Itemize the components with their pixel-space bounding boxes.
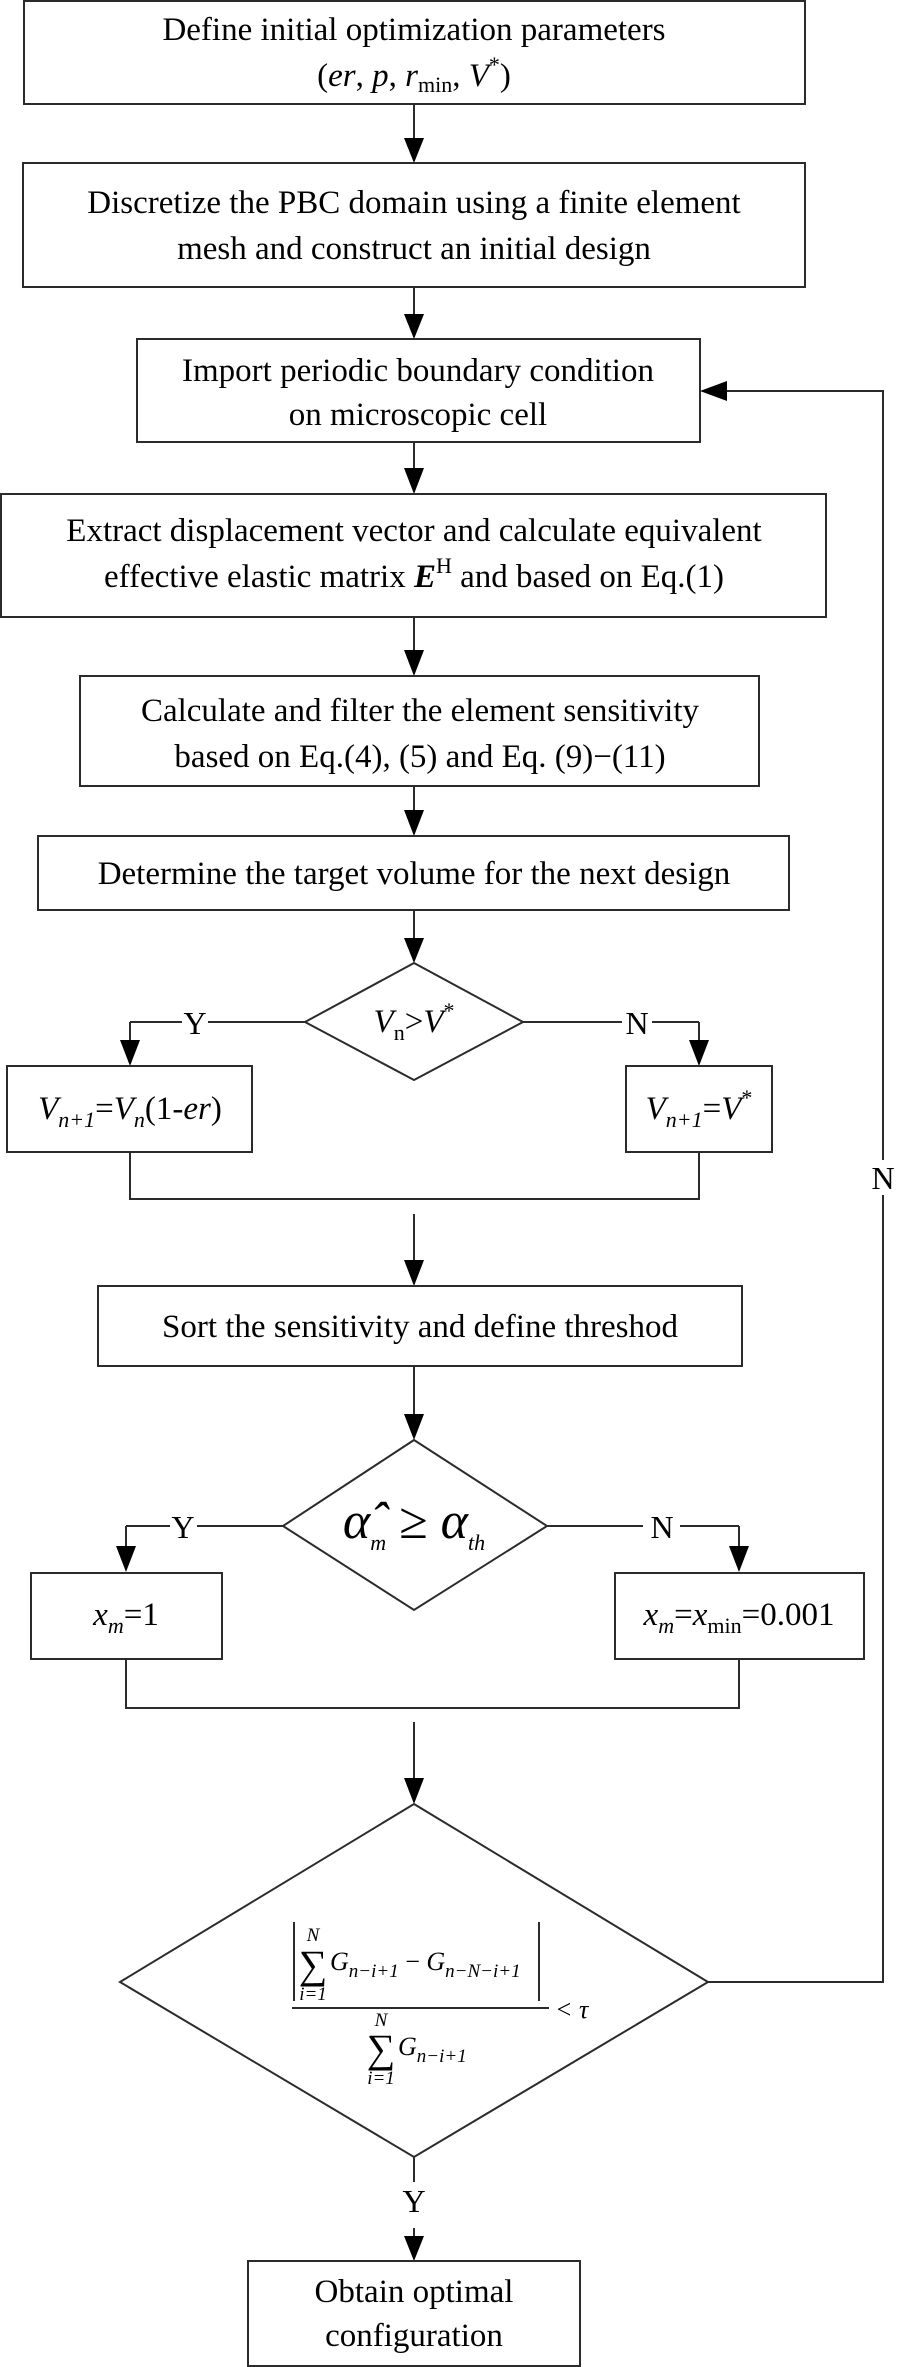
arrow-extract-to-sensitivity	[404, 617, 424, 676]
join-volume	[129, 1152, 700, 1286]
import-pbc-line2: on microscopic cell	[289, 397, 547, 433]
step-import-pbc: Import periodic boundary condition on mi…	[136, 338, 701, 443]
sum-upper-limit: N	[306, 1925, 321, 1946]
step-obtain-optimal: Obtain optimal configuration	[247, 2260, 581, 2367]
join-threshold	[125, 1659, 740, 1804]
numerator-terms: Gn−i+1 − Gn−N−i+1	[330, 1947, 521, 1982]
arrow-target-to-decision	[404, 910, 424, 963]
discretize-line1: Discretize the PBC domain using a finite…	[87, 185, 740, 221]
import-pbc-line1: Import periodic boundary condition	[182, 353, 654, 389]
final-line2: configuration	[325, 2318, 503, 2354]
arrow-sort-to-threshold	[404, 1366, 424, 1440]
den-sum-upper-limit: N	[374, 2010, 389, 2031]
arrow-sensitivity-to-target	[404, 786, 424, 836]
decision-convergence: N ∑ i=1 Gn−i+1 − Gn−N−i+1 < τ N ∑ i=1 Gn…	[118, 1802, 710, 2159]
less-than-tau: < τ	[555, 1995, 590, 2024]
set-solid-formula: xm=1	[92, 1597, 159, 1638]
branch-threshold-no: N	[547, 1509, 749, 1572]
step-sort-sensitivity: Sort the sensitivity and define threshod	[97, 1285, 743, 1367]
step-set-solid: xm=1	[30, 1572, 223, 1660]
extract-line1: Extract displacement vector and calculat…	[66, 513, 761, 549]
decision-volume: Vn>V*	[302, 961, 526, 1082]
den-sigma-icon: ∑	[367, 2026, 396, 2071]
set-void-formula: xm=xmin=0.001	[643, 1597, 835, 1638]
yes-label: Y	[402, 2183, 425, 2219]
loop-back-no: N	[700, 381, 895, 1983]
sum-lower-limit: i=1	[299, 1984, 327, 2005]
branch-volume-yes: Y	[120, 1005, 305, 1066]
step-define-parameters: Define initial optimization parameters (…	[23, 0, 806, 105]
no-label: N	[650, 1509, 673, 1545]
branch-volume-no: N	[523, 1005, 709, 1066]
branch-threshold-yes: Y	[116, 1509, 283, 1572]
no-label: N	[625, 1005, 648, 1041]
arrow-import-to-extract	[404, 442, 424, 494]
decision-threshold: α̂m ≥ αth	[281, 1438, 549, 1612]
define-params-line1: Define initial optimization parameters	[162, 12, 665, 48]
extract-line2: effective elastic matrix EH and based on…	[104, 553, 724, 595]
final-line1: Obtain optimal	[315, 2274, 514, 2310]
step-discretize: Discretize the PBC domain using a finite…	[22, 162, 806, 288]
branch-convergence-yes: Y	[402, 2157, 426, 2261]
sigma-icon: ∑	[299, 1942, 328, 1987]
arrow-discretize-to-import	[404, 287, 424, 339]
den-sum-lower-limit: i=1	[367, 2068, 395, 2089]
sort-text: Sort the sensitivity and define threshod	[162, 1309, 678, 1345]
step-volume-reduce: Vn+1=Vn(1-er)	[6, 1065, 253, 1153]
step-calculate-sensitivity: Calculate and filter the element sensiti…	[79, 675, 760, 787]
decision-threshold-text: α̂m ≥ αth	[343, 1493, 485, 1555]
sensitivity-line2: based on Eq.(4), (5) and Eq. (9)−(11)	[174, 739, 665, 775]
discretize-line2: mesh and construct an initial design	[177, 231, 651, 267]
target-volume-text: Determine the target volume for the next…	[98, 856, 731, 892]
volume-target-formula: Vn+1=V*	[646, 1085, 753, 1132]
step-set-void: xm=xmin=0.001	[614, 1572, 865, 1660]
arrow-define-to-discretize	[404, 104, 424, 163]
yes-label: Y	[183, 1005, 206, 1041]
decision-volume-text: Vn>V*	[374, 998, 455, 1045]
step-volume-target: Vn+1=V*	[625, 1065, 773, 1153]
sensitivity-line1: Calculate and filter the element sensiti…	[141, 693, 700, 729]
no-label: N	[871, 1160, 894, 1196]
volume-reduce-formula: Vn+1=Vn(1-er)	[38, 1091, 222, 1132]
convergence-formula: N ∑ i=1 Gn−i+1 − Gn−N−i+1 < τ N ∑ i=1 Gn…	[292, 1922, 590, 2089]
denominator-terms: Gn−i+1	[398, 2032, 467, 2067]
yes-label: Y	[171, 1509, 194, 1545]
step-extract-displacement: Extract displacement vector and calculat…	[0, 493, 827, 618]
define-params-line2: (er, p, rmin, V*)	[317, 52, 511, 97]
step-target-volume: Determine the target volume for the next…	[37, 835, 790, 911]
